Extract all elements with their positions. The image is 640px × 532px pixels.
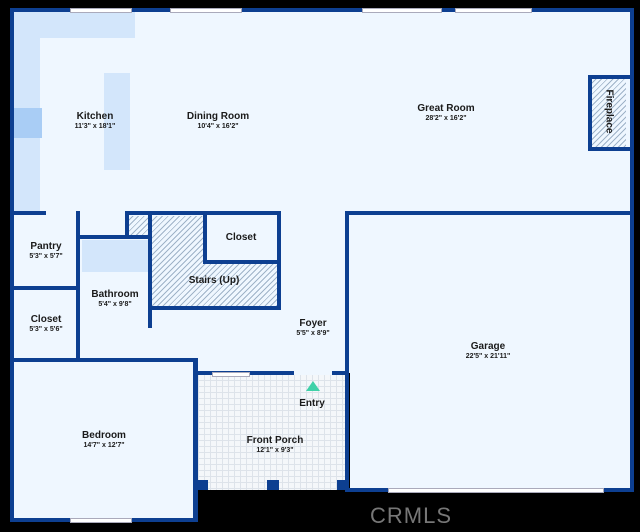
wall-closet-left: [203, 213, 207, 263]
room-name: Bedroom: [82, 430, 126, 441]
stove-icon: [14, 108, 42, 138]
wall-stairs-left: [125, 211, 129, 237]
room-name: Great Room: [417, 103, 475, 114]
wall-pantry-closet: [10, 286, 80, 290]
garage-floor: [350, 213, 632, 490]
room-fireplace: Fireplace: [604, 90, 615, 134]
room-dims: 5'3" x 5'6": [29, 326, 63, 333]
entry-door[interactable]: [294, 371, 332, 375]
wall-bedroom-top: [10, 358, 196, 362]
room-name: Kitchen: [76, 111, 114, 122]
room-name: Garage: [470, 341, 506, 352]
room-dims: 10'4" x 16'2": [197, 123, 239, 130]
wall-right: [630, 8, 634, 492]
porch-post: [337, 480, 349, 490]
wall-top: [10, 8, 634, 12]
shower: [82, 240, 148, 272]
room-name: Entry: [299, 398, 325, 409]
garage-door[interactable]: [388, 488, 604, 493]
kitchen-counter-top: [40, 12, 135, 38]
room-name: Pantry: [30, 241, 62, 252]
utility-hatch: [128, 216, 150, 236]
wall-porch-top: [196, 371, 347, 375]
closet-floor: [205, 216, 280, 262]
room-name: Closet: [225, 232, 257, 243]
entry-arrow-icon: [306, 381, 320, 391]
wall-bath-right: [148, 213, 152, 328]
room-stairs: Stairs (Up): [189, 275, 240, 286]
room-name: Front Porch: [246, 435, 304, 446]
room-dims: 11'3" x 18'1": [74, 123, 116, 130]
fireplace-hatch: [592, 78, 626, 148]
room-name: Dining Room: [186, 111, 250, 122]
room-name: Stairs (Up): [188, 275, 240, 286]
room-dims: 22'5" x 21'11": [465, 353, 511, 360]
room-dims: 28'2" x 16'2": [425, 115, 467, 122]
wall-garage-top: [347, 211, 634, 215]
wall-bedroom-right: [193, 358, 198, 522]
room-dims: 14'7" x 12'7": [83, 442, 125, 449]
entry-label: Entry: [299, 398, 325, 409]
window: [70, 8, 132, 13]
fireplace-wall-left: [588, 75, 592, 151]
porch-post: [267, 480, 279, 490]
fireplace-wall-top: [588, 75, 630, 79]
window: [455, 8, 532, 13]
window: [362, 8, 442, 13]
room-dims: 5'3" x 5'7": [29, 253, 63, 260]
room-dims: 12'1" x 9'3": [256, 447, 294, 454]
wall-bath-top: [80, 235, 150, 239]
room-name: Fireplace: [603, 89, 615, 134]
watermark: CRMLS: [370, 503, 453, 528]
room-closet-stairs: Closet: [226, 232, 257, 243]
porch-floor: [198, 374, 348, 490]
wall-stairs-top: [125, 211, 280, 215]
fireplace-wall-bottom: [588, 147, 630, 151]
wall-left: [10, 8, 14, 522]
wall-closet-bottom: [203, 260, 280, 264]
wall-stairs-bottom: [150, 306, 280, 310]
room-name: Bathroom: [91, 289, 139, 300]
bedroom-floor: [12, 360, 198, 520]
window: [170, 8, 242, 13]
window: [70, 518, 132, 523]
room-name: Foyer: [299, 318, 327, 329]
porch-post: [198, 480, 208, 490]
room-dims: 5'4" x 9'8": [98, 301, 132, 308]
room-dims: 5'5" x 8'9": [296, 330, 330, 337]
window: [212, 372, 250, 377]
wall-garage-left: [345, 211, 349, 492]
kitchen-island: [104, 73, 130, 170]
room-name: Closet: [30, 314, 62, 325]
wall-pantry-top: [10, 211, 46, 215]
